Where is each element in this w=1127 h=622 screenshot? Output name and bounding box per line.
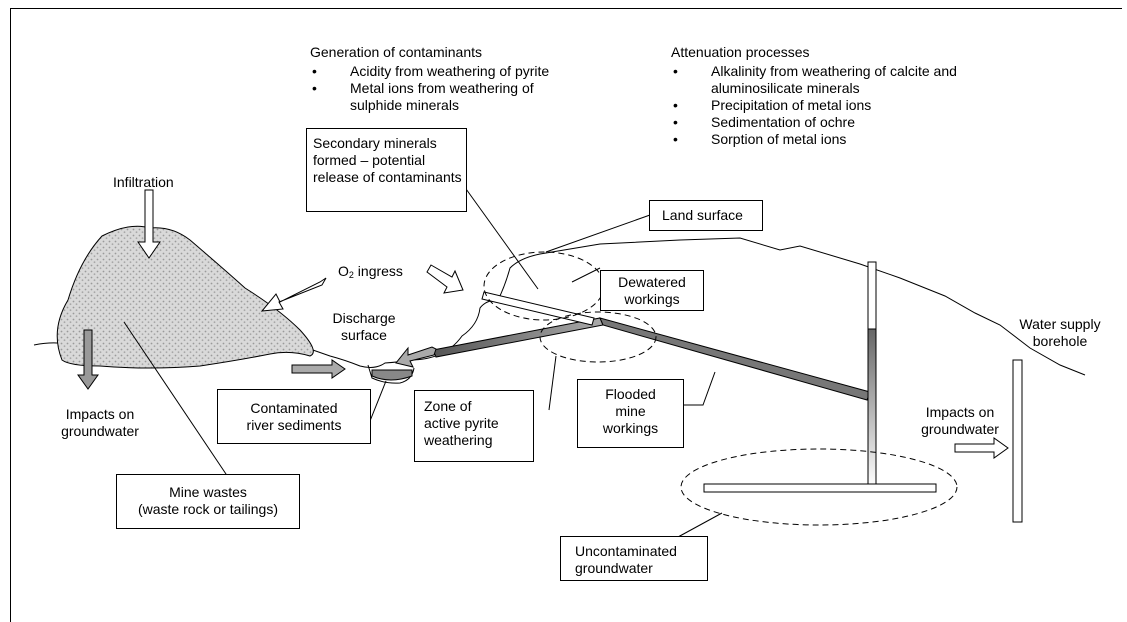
land-surface-label: Land surface	[662, 207, 743, 223]
water-supply-label: Water supply borehole	[1012, 316, 1108, 350]
o2-ingress-text: ingress	[353, 263, 403, 279]
o2-ingress-label: O2 ingress	[338, 263, 403, 284]
secondary-minerals-box: Secondary minerals formed – potential re…	[306, 128, 467, 212]
infiltration-arrow	[137, 189, 161, 259]
leader-dewatered	[571, 267, 601, 283]
active-pyrite-line: Zone of	[424, 398, 472, 414]
generation-heading: Generation of contaminants	[310, 44, 482, 60]
figure-frame	[10, 8, 1122, 622]
groundwater-arrow-right	[954, 437, 1009, 459]
mine-wastes-line: (waste rock or tailings)	[137, 501, 279, 517]
impacts-left-line: groundwater	[61, 423, 139, 439]
mine-wastes-box: Mine wastes (waste rock or tailings)	[116, 474, 300, 529]
flooded-line: mine	[615, 403, 646, 419]
attenuation-list: Alkalinity from weathering of calcite an…	[671, 63, 957, 148]
leader-flooded	[684, 371, 716, 406]
impacts-right-label: Impacts on groundwater	[904, 404, 1016, 438]
infiltration-label: Infiltration	[113, 174, 174, 190]
leader-sediments	[369, 380, 387, 422]
water-supply-line: borehole	[1032, 333, 1088, 349]
uncontaminated-zone-ellipse	[680, 448, 958, 526]
flooded-line: Flooded	[605, 386, 656, 402]
impacts-left-label: Impacts on groundwater	[54, 406, 146, 440]
dewatered-workings-bar	[481, 291, 595, 326]
o2-subscript: 2	[348, 270, 354, 280]
discharge-line: surface	[341, 327, 387, 343]
land-surface-box: Land surface	[649, 200, 763, 231]
active-pyrite-line: weathering	[424, 432, 493, 448]
contaminated-sediments-line: river sediments	[246, 417, 342, 433]
dewatered-workings-box: Dewatered workings	[600, 270, 704, 311]
attenuation-item: Precipitation of metal ions	[671, 97, 957, 114]
attenuation-item: Alkalinity from weathering of calcite an…	[671, 63, 957, 80]
mine-shaft	[867, 328, 877, 488]
discharge-arrow	[395, 346, 437, 368]
generation-list: Acidity from weathering of pyrite Metal …	[310, 63, 549, 114]
discharge-line: Discharge	[332, 310, 396, 326]
deep-gallery	[703, 483, 937, 493]
attenuation-item: Sorption of metal ions	[671, 131, 957, 148]
secondary-minerals-line: release of contaminants	[313, 169, 462, 185]
contaminated-river-sediment	[371, 369, 413, 381]
generation-item: Metal ions from weathering of	[310, 80, 549, 97]
active-pyrite-line: active pyrite	[424, 415, 499, 431]
generation-item: Acidity from weathering of pyrite	[310, 63, 549, 80]
secondary-minerals-line: Secondary minerals	[313, 135, 437, 151]
mine-waste-heap	[56, 225, 314, 369]
uncontaminated-groundwater-box: Uncontaminated groundwater	[560, 536, 708, 581]
dewatered-line: workings	[624, 291, 680, 307]
impacts-right-line: Impacts on	[925, 404, 995, 420]
flooded-zone-ellipse	[539, 311, 657, 363]
attenuation-item-continued: aluminosilicate minerals	[711, 80, 860, 96]
discharge-surface-label: Discharge surface	[318, 310, 410, 344]
impacts-right-line: groundwater	[921, 421, 999, 437]
uncontaminated-line: Uncontaminated	[575, 543, 677, 559]
leader-land-surface	[545, 214, 651, 253]
contaminated-sediments-box: Contaminated river sediments	[217, 389, 371, 444]
leader-pyrite-zone	[548, 355, 557, 411]
inclined-workings-right	[599, 317, 871, 401]
contaminated-sediments-line: Contaminated	[250, 400, 338, 416]
attenuation-heading: Attenuation processes	[671, 44, 810, 60]
mine-wastes-line: Mine wastes	[169, 484, 247, 500]
leader-mine-wastes	[123, 321, 229, 478]
attenuation-item: Sedimentation of ochre	[671, 114, 957, 131]
inclined-workings-left	[432, 317, 604, 358]
groundwater-arrow-left	[77, 329, 99, 390]
flooded-line: workings	[602, 420, 659, 436]
generation-item-continued: sulphide minerals	[350, 97, 459, 113]
o2-letter: O	[338, 263, 349, 279]
leader-uncontaminated	[677, 512, 723, 538]
impacts-left-line: Impacts on	[65, 406, 135, 422]
flooded-workings-box: Flooded mine workings	[577, 379, 684, 448]
secondary-minerals-line: formed – potential	[313, 152, 426, 168]
mine-shaft-upper	[867, 261, 877, 330]
uncontaminated-line: groundwater	[575, 560, 653, 576]
water-supply-borehole	[1012, 359, 1023, 523]
active-pyrite-zone-box: Zone of active pyrite weathering	[414, 390, 534, 462]
river-flow-arrow	[291, 359, 346, 379]
water-supply-line: Water supply	[1019, 316, 1101, 332]
o2-ingress-arrow-right	[426, 264, 464, 294]
o2-ingress-arrow-left	[260, 277, 327, 312]
ground-surface-line	[33, 237, 1086, 376]
dewatered-line: Dewatered	[618, 274, 686, 290]
